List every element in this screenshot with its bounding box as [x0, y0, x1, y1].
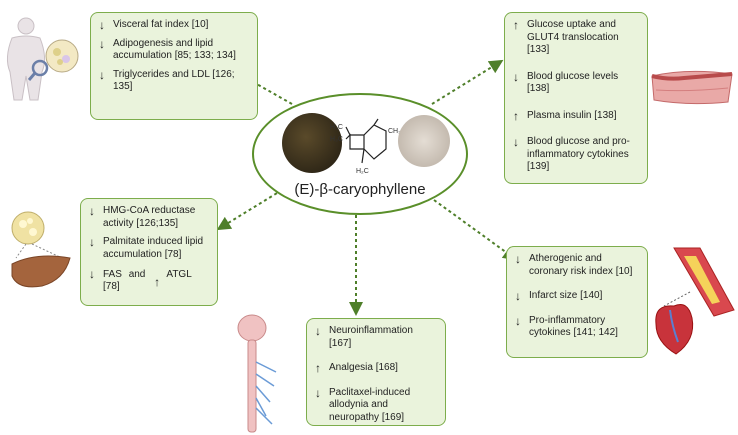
down-arrow-icon: ↓: [315, 324, 321, 338]
down-arrow-icon: ↓: [89, 235, 95, 249]
effect-item: ↑Glucose uptake and GLUT4 translocation …: [513, 18, 619, 55]
nervous-effects-box: ↓Neuroinflammation [167] ↑Analgesia [168…: [306, 318, 446, 426]
muscle-effects-box: ↑Glucose uptake and GLUT4 translocation …: [504, 12, 648, 184]
central-compound-ellipse: H₃C H₃C CH₃ H₂C (E)-β-caryophyllene: [252, 93, 468, 215]
effect-item: ↑Plasma insulin [138]: [513, 108, 617, 123]
effect-item: ↓Neuroinflammation [167]: [315, 324, 413, 349]
compound-title: (E)-β-caryophyllene: [294, 181, 426, 198]
up-arrow-icon: ↑: [513, 18, 519, 32]
liver-icon: [11, 211, 71, 288]
effect-item: ↑Analgesia [168]: [315, 361, 398, 375]
clove-image: [398, 115, 450, 167]
heart-artery-icon: [655, 247, 735, 355]
arrow-to-liver: [216, 189, 283, 231]
down-arrow-icon: ↓: [515, 313, 521, 328]
fas-atgl-item: ↓ FAS and ↑ ATGL [78]: [89, 267, 192, 292]
effect-item: ↓Blood glucose levels [138]: [513, 69, 619, 95]
methyl-label-1: H₃C: [330, 124, 343, 131]
effect-item: ↓Paclitaxel-induced allodynia and neurop…: [315, 385, 411, 423]
methyl-label-3: CH₃: [388, 128, 401, 135]
arrow-to-heart: [433, 199, 518, 261]
up-arrow-icon: ↑: [513, 108, 519, 123]
heart-effects-box: ↓Atherogenic and coronary risk index [10…: [506, 246, 648, 358]
liver-effects-box: ↓HMG-CoA reductase activity [126;135] ↓P…: [80, 198, 218, 306]
up-arrow-icon: ↑: [154, 275, 161, 289]
adipose-effects-box: ↓Visceral fat index [10] ↓Adipogenesis a…: [90, 12, 258, 120]
up-arrow-icon: ↑: [315, 361, 321, 375]
down-arrow-icon: ↓: [89, 267, 95, 281]
methyl-label-4: H₂C: [356, 168, 369, 175]
down-arrow-icon: ↓: [89, 204, 95, 218]
down-arrow-icon: ↓: [99, 18, 105, 32]
effect-item: ↓Triglycerides and LDL [126; 135]: [99, 67, 235, 93]
down-arrow-icon: ↓: [513, 69, 519, 84]
brain-spinal-cord-icon: [237, 314, 277, 433]
down-arrow-icon: ↓: [515, 252, 521, 266]
down-arrow-icon: ↓: [515, 289, 521, 303]
effect-item: ↓Blood glucose and pro-inflammatory cyto…: [513, 135, 630, 172]
obese-person-icon: [6, 17, 79, 101]
down-arrow-icon: ↓: [99, 36, 105, 51]
muscle-tissue-icon: [651, 70, 733, 105]
caryophyllene-structure: H₃C H₃C CH₃ H₂C: [330, 118, 401, 175]
arrow-to-muscle: [431, 59, 504, 105]
down-arrow-icon: ↓: [513, 135, 519, 149]
effect-item: ↓Infarct size [140]: [515, 289, 603, 303]
black-pepper-image: [282, 113, 342, 173]
effect-item: ↓Atherogenic and coronary risk index [10…: [515, 252, 633, 277]
down-arrow-icon: ↓: [315, 385, 321, 400]
effect-item: ↓Palmitate induced lipid accumulation [7…: [89, 235, 204, 260]
effect-item: ↓Visceral fat index [10]: [99, 18, 209, 32]
effect-item: ↓Pro-inflammatory cytokines [141; 142]: [515, 313, 618, 339]
down-arrow-icon: ↓: [99, 67, 105, 82]
effect-item: ↓Adipogenesis and lipid accumulation [85…: [99, 36, 236, 62]
effect-item: ↓HMG-CoA reductase activity [126;135]: [89, 204, 196, 229]
methyl-label-2: H₃C: [330, 136, 343, 143]
